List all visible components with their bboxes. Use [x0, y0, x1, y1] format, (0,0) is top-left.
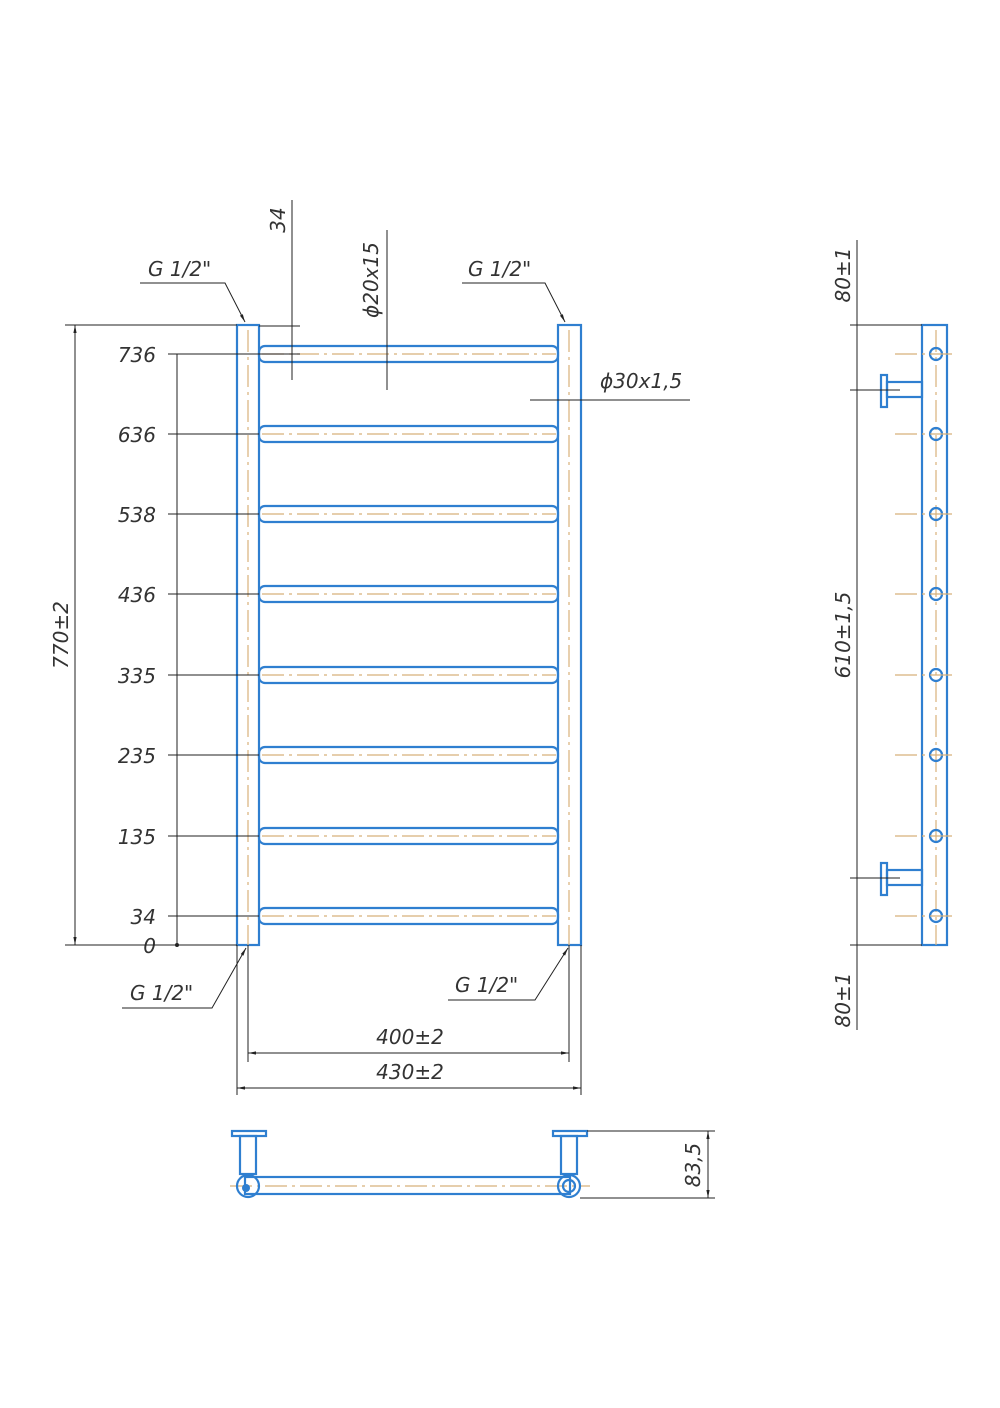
overall-height-dimension: 770±2: [49, 324, 237, 946]
thread-callouts: G 1/2" G 1/2" G 1/2" G 1/2": [122, 257, 569, 1009]
rung-level-label: 335: [118, 664, 156, 688]
side-top-label: 80±1: [831, 248, 855, 303]
rung-level-label: 736: [118, 343, 156, 367]
side-view: 80±1 610±1,5 80±1: [831, 240, 955, 1030]
rung-level-label: 538: [118, 503, 156, 527]
thread-bottom-left: G 1/2": [130, 981, 193, 1005]
thread-bottom-right: G 1/2": [455, 973, 518, 997]
width-dimensions: 400±2 430±2: [236, 945, 582, 1095]
rung-level-label: 135: [118, 825, 156, 849]
outer-width-label: 430±2: [376, 1060, 444, 1084]
side-mount-label: 610±1,5: [831, 592, 855, 679]
thread-top-right: G 1/2": [468, 257, 531, 281]
rung-level-label: 0: [143, 934, 156, 958]
top-dimensions: 34 ϕ20x15 ϕ30x1,5: [259, 200, 690, 401]
rung-level-label: 636: [118, 423, 156, 447]
rung-level-label: 235: [118, 744, 156, 768]
side-bottom-label: 80±1: [831, 973, 855, 1028]
overall-height-label: 770±2: [49, 601, 73, 669]
depth-label: 83,5: [681, 1143, 705, 1188]
rung-level-label: 34: [131, 905, 156, 929]
front-view: 736 636 538 436 335 235 135 34 0: [118, 323, 583, 958]
rung-pipe-label: ϕ20x15: [359, 242, 383, 318]
post-pipe-label: ϕ30x1,5: [600, 369, 682, 393]
top-offset-label: 34: [266, 207, 290, 232]
thread-top-left: G 1/2": [148, 257, 211, 281]
rung-level-label: 436: [118, 583, 156, 607]
inner-width-label: 400±2: [376, 1025, 444, 1049]
plan-view: 83,5: [230, 1129, 715, 1199]
